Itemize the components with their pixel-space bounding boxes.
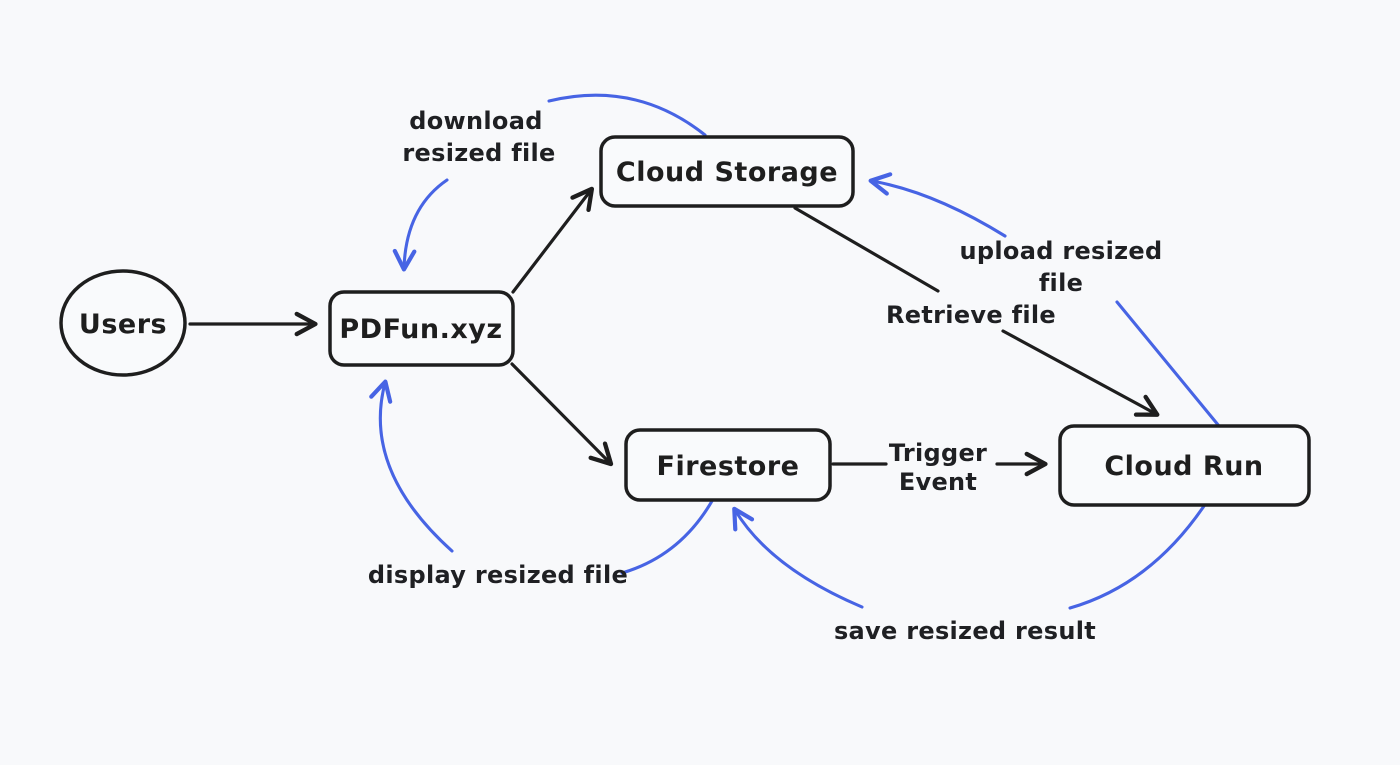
edge-firestore-to-cloud-run: Trigger Event [831,439,1048,496]
edge-pdfun-to-cloud-storage [511,186,595,294]
edge-firestore-to-pdfun-display: display resized file [368,379,714,589]
edge-label-upload-line1: upload resized [960,237,1163,265]
edge-label-save-resized-result: save resized result [834,617,1096,645]
edge-cloud-run-to-cloud-storage-upload: upload resized file [868,172,1221,428]
node-label-cloud-storage: Cloud Storage [616,157,838,188]
node-users: Users [59,269,187,377]
edge-pdfun-to-firestore [510,362,614,467]
node-pdfun: PDFun.xyz [328,290,515,367]
edge-label-download-line2: resized file [402,139,555,167]
edge-label-trigger-event-line1: Trigger [889,439,987,467]
edge-cloud-storage-to-cloud-run: Retrieve file [793,206,1160,417]
edge-label-retrieve-file: Retrieve file [886,301,1056,329]
node-label-cloud-run: Cloud Run [1104,451,1263,482]
node-cloud-storage: Cloud Storage [599,135,855,208]
node-label-users: Users [79,309,167,340]
edge-label-display-resized-file: display resized file [368,561,628,589]
edge-label-download-line1: download [409,107,542,135]
edge-label-upload-line2: file [1039,269,1083,297]
node-cloud-run: Cloud Run [1058,424,1311,507]
node-label-pdfun: PDFun.xyz [339,314,502,345]
node-label-firestore: Firestore [657,451,800,482]
edge-cloud-storage-to-pdfun-download: download resized file [392,93,707,272]
edge-cloud-run-to-firestore-save: save resized result [732,504,1206,645]
edge-label-trigger-event-line2: Event [899,468,977,496]
node-firestore: Firestore [624,428,832,502]
